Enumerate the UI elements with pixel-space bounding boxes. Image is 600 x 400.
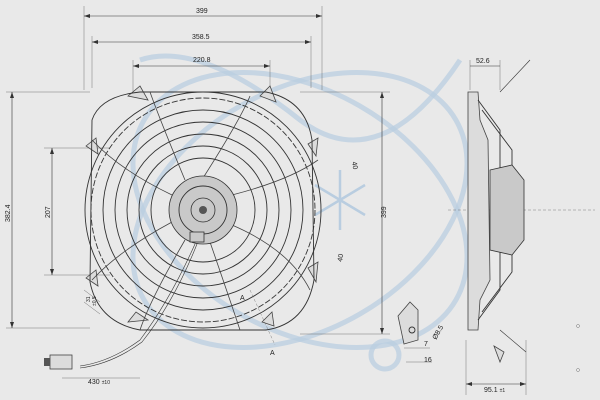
dim-overall-width: 399 [196, 8, 208, 15]
dim-mount-span: 358.5 [192, 34, 210, 41]
side-base: 95.1±1 [484, 387, 505, 394]
mount-lug-bottom-left [127, 311, 150, 323]
cable-connector: 430±10 [44, 243, 198, 386]
bracket-detail: 7 16 Ø8.5 [397, 301, 445, 364]
dim-right-height: 399 [381, 206, 388, 218]
section-mark-lower: A [270, 350, 275, 357]
mount-lug-right-bottom [307, 261, 319, 284]
side-motor [489, 164, 525, 256]
dim-inner-span: 220.8 [193, 57, 211, 64]
slot-tolerance: ±0.5 [92, 296, 98, 306]
watermark-logo [130, 53, 470, 372]
dim-overall-height: 382.4 [5, 204, 12, 222]
slot-label: 31 [86, 296, 92, 302]
left-dimensions: 382.4 207 [5, 91, 110, 329]
angle-lower: 40 [337, 253, 345, 262]
top-dimensions: 399 358.5 220.8 [83, 6, 323, 95]
side-depth: 52.6 [476, 58, 490, 65]
slot-dimension: 31 ±0.5 [83, 289, 101, 315]
snowflake-icon [314, 170, 366, 230]
mount-lug-right-top [307, 137, 319, 158]
small-dim-7: 7 [424, 341, 428, 348]
mount-lug-left-bottom [85, 269, 99, 287]
mount-lug-bottom-right [261, 311, 275, 327]
fan-front-view [84, 85, 322, 331]
angle-upper: 40 [350, 161, 358, 170]
right-dimension: 399 [300, 91, 390, 335]
connector-block [189, 231, 205, 243]
plug-icon [49, 354, 73, 370]
dim-hub-height: 207 [45, 206, 52, 218]
section-mark-upper: A [240, 295, 245, 302]
fan-side-view: 52.6 95.1±1 [448, 58, 595, 395]
small-dim-16: 16 [424, 357, 432, 364]
cable-length: 430±10 [88, 379, 110, 386]
mount-lug-top-left [127, 85, 149, 101]
